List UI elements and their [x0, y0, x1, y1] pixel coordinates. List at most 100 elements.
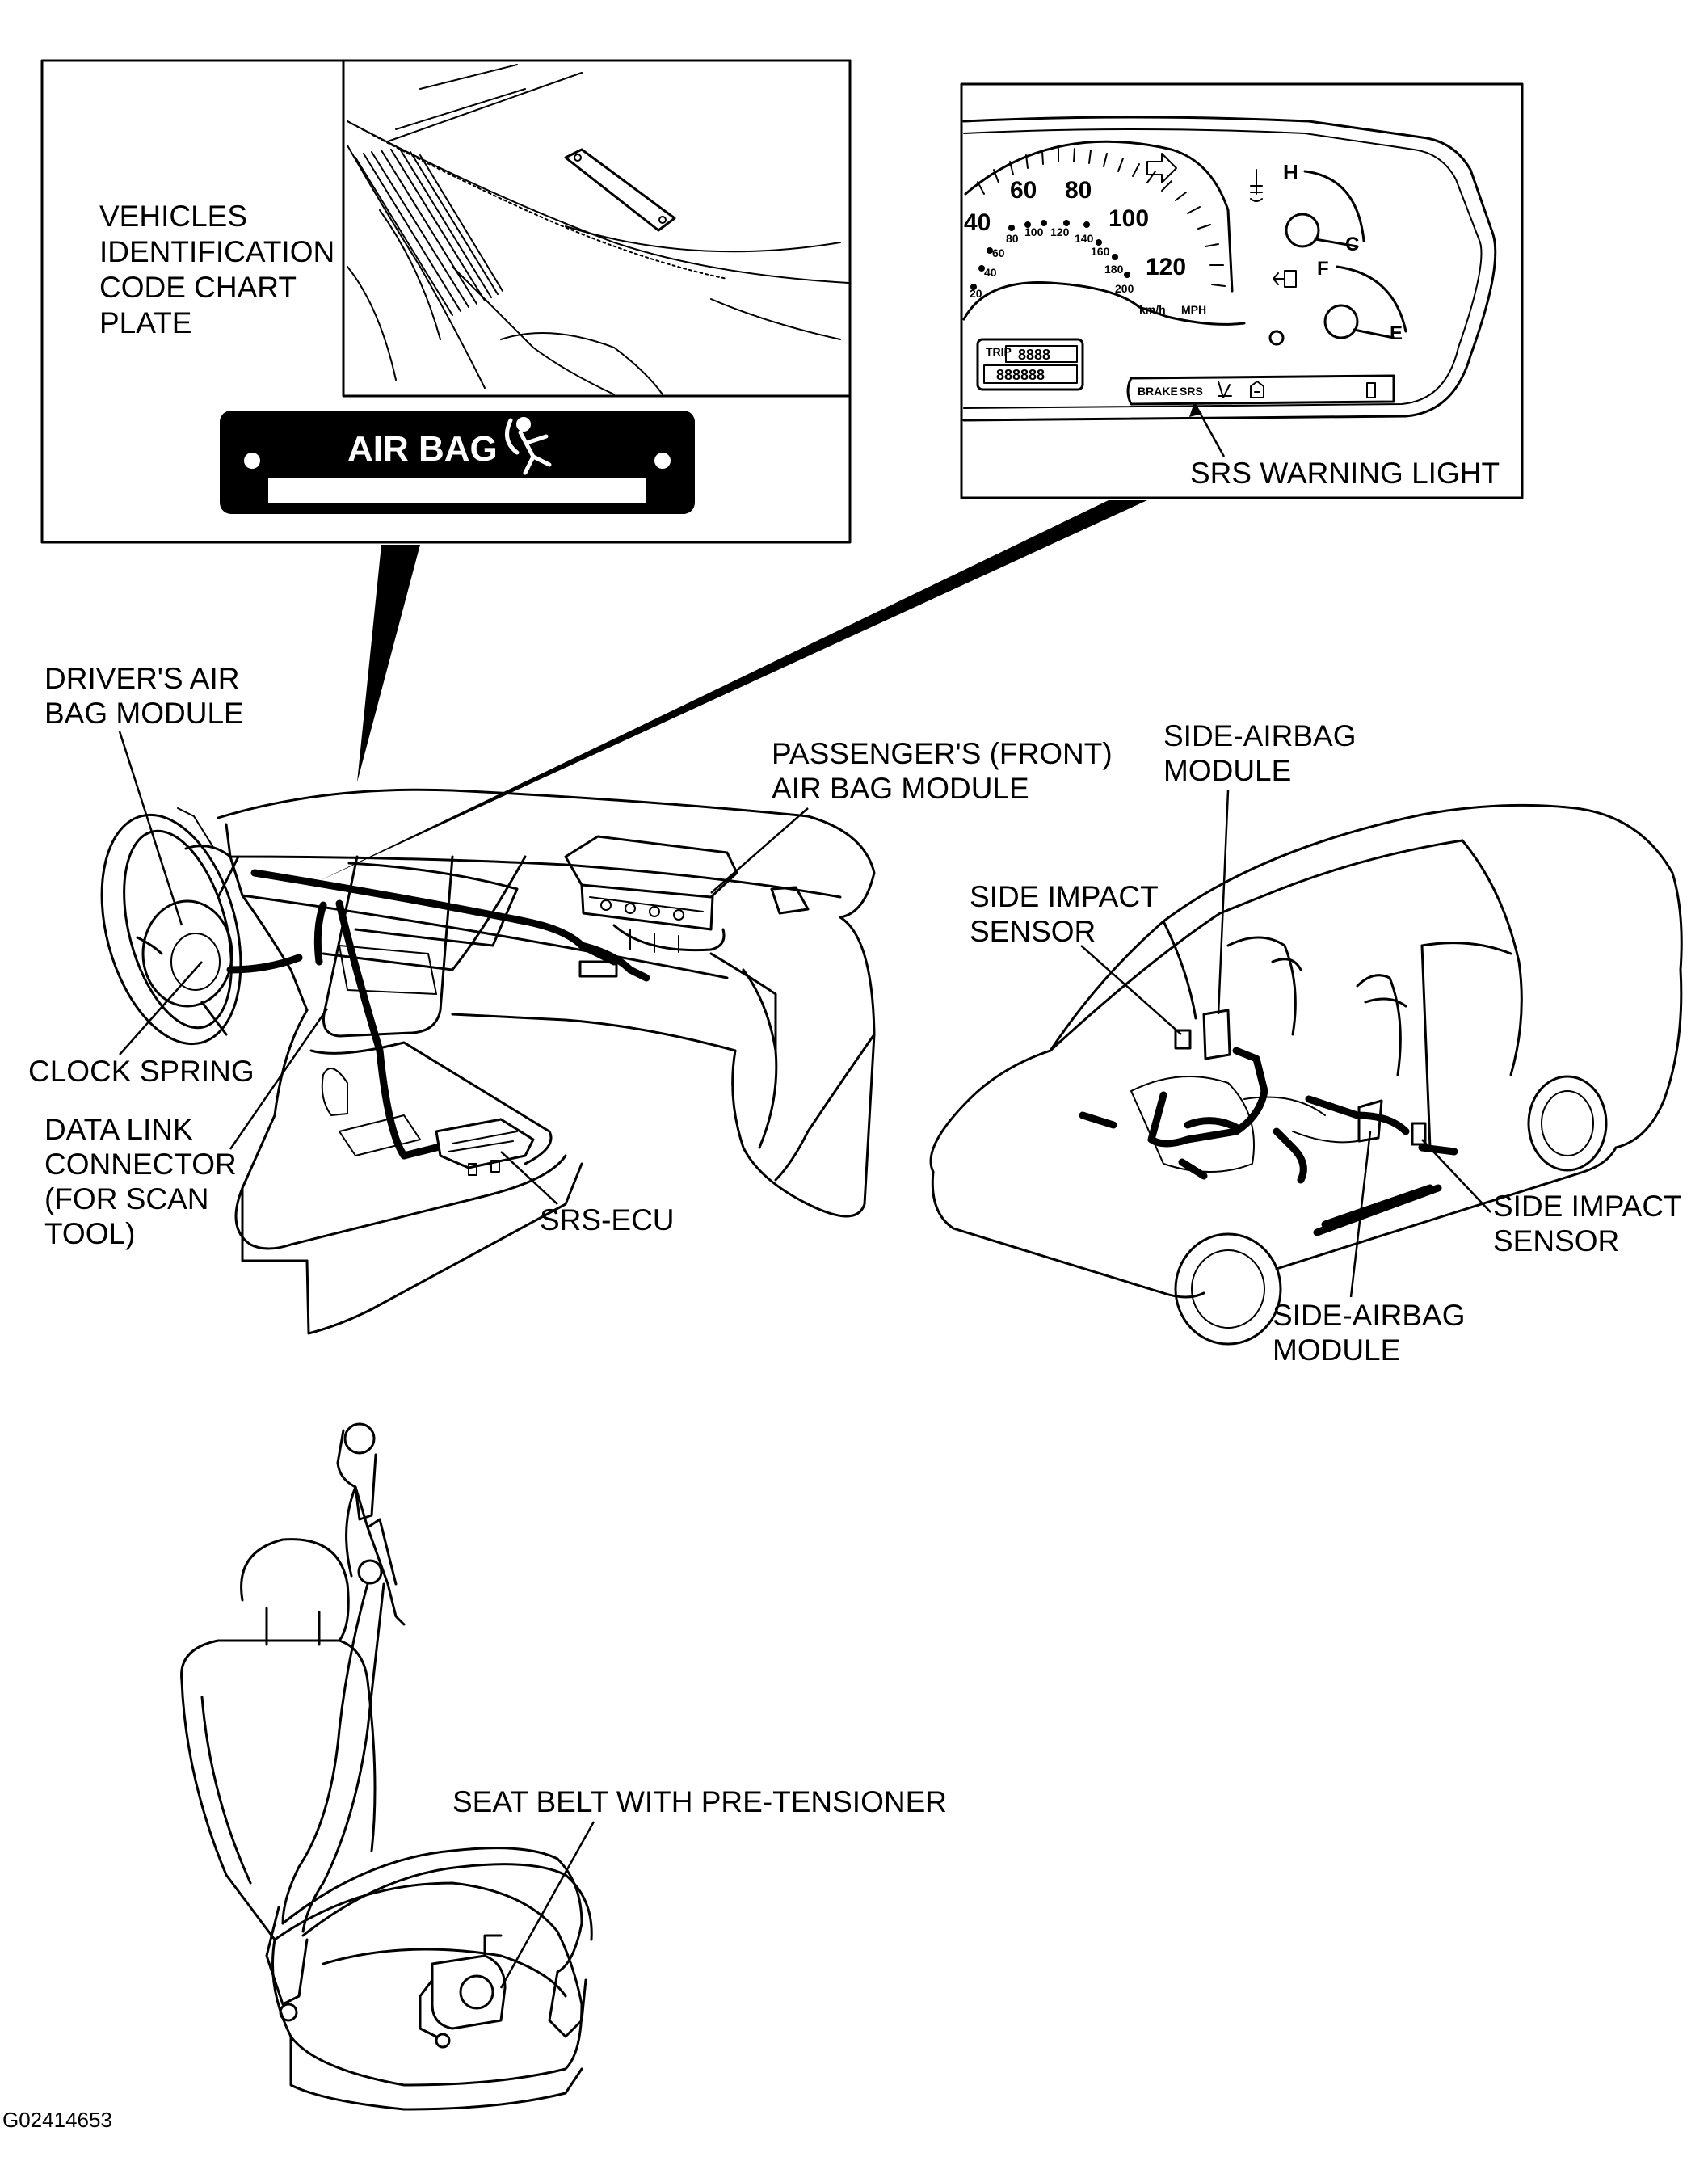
upper-belt-anchor — [343, 1422, 376, 1455]
air-bag-plate-blank-field — [268, 478, 646, 503]
car-harness-front — [1147, 1087, 1268, 1148]
odometer-display: TRIP 8888 888888 — [976, 338, 1084, 391]
vin-plate-inset: VEHICLES IDENTIFICATION CODE CHART PLATE… — [40, 59, 852, 782]
temperature-gauge: H C — [1250, 160, 1365, 255]
seat-headrest — [240, 1538, 350, 1642]
srs-ecu-module — [435, 1118, 535, 1176]
vin-inset-detail-frame — [342, 59, 852, 398]
rear-wheel — [1527, 1075, 1608, 1172]
fuel-pump-icon — [1273, 270, 1297, 288]
data-link-leader — [229, 1008, 329, 1150]
passenger-vent — [770, 886, 810, 915]
mph-unit: MPH — [1181, 303, 1206, 316]
side-airbag-top-leader — [1217, 790, 1230, 1015]
kmh-180: 180 — [1104, 263, 1124, 276]
clock-spring-leader — [119, 961, 203, 1055]
mph-tick-60: 60 — [1010, 177, 1037, 204]
warning-lamp-bezel — [1126, 374, 1395, 406]
kmh-40: 40 — [984, 266, 997, 279]
instrument-cluster-inset: 60 80 100 120 40 40 60 80 100 120 140 16… — [319, 82, 1524, 881]
mph-tick-80: 80 — [1065, 177, 1092, 204]
side-impact-sensor-right — [1411, 1122, 1427, 1146]
kmh-20: 20 — [970, 287, 982, 300]
fuel-empty-label: E — [1390, 322, 1403, 344]
seat-pretensioner-drawing — [180, 1422, 593, 2111]
steering-wheel — [100, 807, 242, 1046]
side-impact-left-leader — [1080, 945, 1182, 1035]
car-body-outline — [929, 803, 1683, 1173]
srs-harness-main — [250, 869, 618, 966]
side-airbag-top-label: SIDE-AIRBAG MODULE — [1163, 719, 1365, 787]
vin-plate-on-dash — [564, 148, 676, 232]
speedometer-arc — [964, 140, 1234, 293]
kmh-160: 160 — [1091, 245, 1110, 258]
kmh-scale: 40 60 80 100 120 140 160 180 200 20 — [970, 220, 1134, 300]
kmh-120: 120 — [1050, 225, 1070, 238]
fuel-full-label: F — [1317, 258, 1329, 280]
shift-lever — [321, 1068, 348, 1116]
seat-belt-buckle — [265, 1906, 309, 2006]
odometer-total-digits: 888888 — [996, 367, 1045, 383]
srs-ecu-leader — [500, 1151, 558, 1205]
passenger-airbag-module — [564, 835, 738, 953]
pretensioner-unit — [419, 1934, 507, 2049]
windshield-detail-drawing — [347, 64, 849, 395]
side-impact-sensor-left — [1174, 1029, 1192, 1050]
cluster-inset-frame — [960, 82, 1524, 499]
side-airbag-bottom-leader — [1349, 1131, 1372, 1298]
vin-label: VEHICLES IDENTIFICATION CODE CHART PLATE — [99, 200, 343, 339]
seat-belt-pretensioner-leader — [499, 1821, 595, 1989]
side-impact-right-label: SIDE IMPACT SENSOR — [1493, 1190, 1689, 1258]
odometer-trip-label: TRIP — [986, 345, 1012, 358]
brake-warning-lamp: BRAKE — [1138, 385, 1178, 398]
front-wheel — [1174, 1232, 1282, 1346]
srs-warning-light-label: SRS WARNING LIGHT — [1190, 457, 1500, 490]
data-link-connector-label: DATA LINK CONNECTOR (FOR SCAN TOOL) — [44, 1113, 245, 1250]
speedometer-hub-outline — [962, 281, 1246, 326]
mph-tick-120: 120 — [1146, 254, 1186, 280]
air-bag-plate: AIR BAG — [220, 411, 695, 514]
clock-spring-label: CLOCK SPRING — [28, 1055, 255, 1088]
center-console-outline — [234, 1009, 567, 1250]
low-fuel-lamp-icon — [1366, 382, 1376, 398]
lap-belt — [281, 1847, 559, 1925]
cluster-inset-pointer — [319, 500, 1147, 881]
driver-airbag-label: DRIVER'S AIR BAG MODULE — [44, 662, 248, 730]
kmh-140: 140 — [1075, 232, 1094, 245]
srs-warning-lamp: SRS — [1180, 385, 1203, 398]
speedometer-ticks — [977, 148, 1226, 287]
warning-lamp-strip: BRAKE SRS — [1126, 374, 1395, 406]
figure-id: G02414653 — [2, 2108, 112, 2132]
rear-side-airbag-module — [1357, 1099, 1383, 1143]
side-impact-right-leader — [1421, 1139, 1491, 1213]
passenger-airbag-leader — [710, 807, 809, 894]
srs-ecu-label: SRS-ECU — [540, 1203, 675, 1236]
seat-backrest — [180, 1639, 377, 1852]
passenger-airbag-label: PASSENGER'S (FRONT) AIR BAG MODULE — [772, 737, 1121, 805]
coolant-temp-icon — [1250, 169, 1263, 195]
dashboard-drawing — [100, 788, 876, 1335]
lower-belt-anchor — [548, 1970, 587, 2038]
cluster-outer-bezel — [962, 116, 1497, 422]
kmh-60: 60 — [992, 246, 1005, 259]
driver-airbag-hub — [141, 899, 233, 1008]
shoulder-belt — [281, 1582, 369, 1925]
temp-hot-label: H — [1283, 160, 1298, 184]
driver-airbag-leader — [118, 731, 183, 926]
seat-cushion — [271, 1881, 583, 2087]
seatbelt-lamp-icon — [1218, 381, 1232, 398]
front-side-airbag-module — [1202, 1009, 1231, 1060]
door-ajar-lamp-icon — [1250, 381, 1264, 398]
kmh-100: 100 — [1024, 225, 1044, 238]
odometer-trip-digits: 8888 — [1018, 347, 1050, 363]
mph-tick-100: 100 — [1109, 205, 1149, 232]
side-impact-left-label: SIDE IMPACT SENSOR — [970, 880, 1166, 948]
airbag-person-icon — [505, 417, 552, 475]
seat-belt-pretensioner-label: SEAT BELT WITH PRE-TENSIONER — [452, 1785, 947, 1818]
kmh-80: 80 — [1006, 232, 1019, 245]
car-side-airbag-drawing — [929, 803, 1683, 1346]
defroster-vent-hatching — [355, 149, 503, 316]
air-bag-plate-text: AIR BAG — [347, 429, 498, 469]
